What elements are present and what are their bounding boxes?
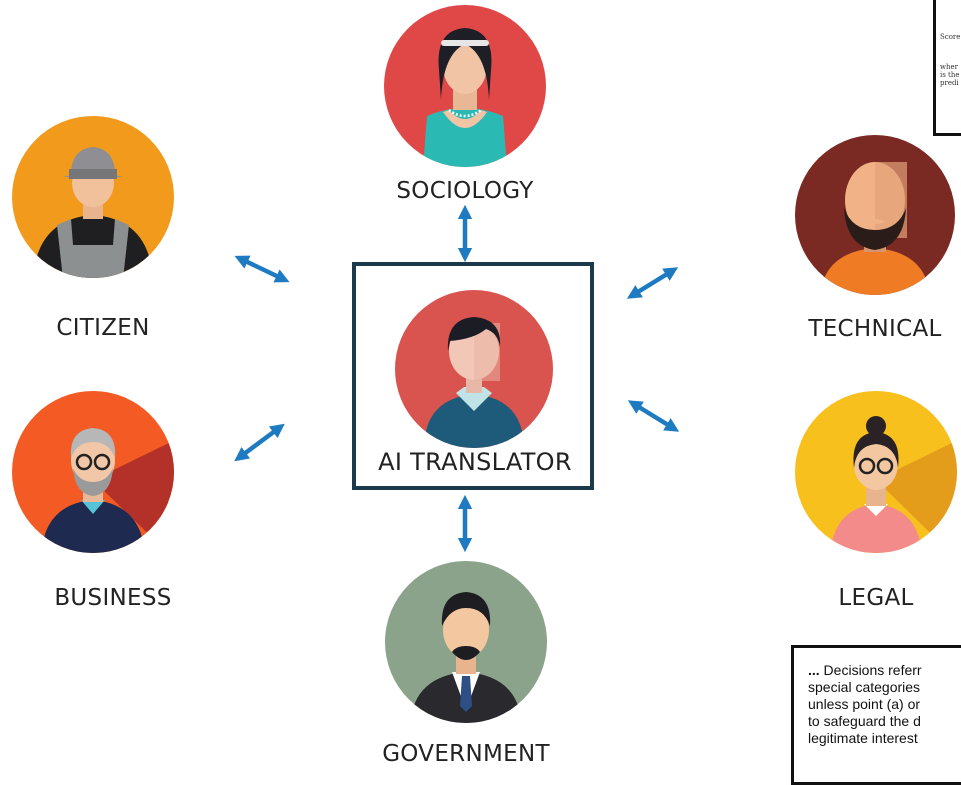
government-avatar-icon [384, 560, 548, 724]
ai-translator-box: AI TRANSLATOR [352, 262, 594, 490]
business-avatar-icon [11, 390, 175, 554]
citizen-avatar-icon [11, 115, 175, 279]
arrow-business [234, 423, 285, 462]
ai-translator-label: AI TRANSLATOR [378, 448, 572, 476]
formula-line: wher [940, 63, 958, 71]
legal-text-line: ... Decisions referr [808, 662, 961, 679]
formula-excerpt: Score wher is the predi [933, 0, 961, 136]
technical-avatar-icon [794, 134, 956, 296]
legal-label: LEGAL [838, 585, 914, 611]
government-label: GOVERNMENT [382, 741, 550, 767]
legal-text-excerpt: ... Decisions referr special categories … [791, 645, 961, 785]
arrow-legal [627, 400, 680, 432]
ellipsis: ... [808, 662, 820, 678]
arrow-citizen [234, 255, 290, 283]
citizen-label: CITIZEN [56, 315, 150, 341]
translator-avatar-icon [394, 289, 554, 449]
technical-label: TECHNICAL [808, 316, 942, 342]
formula-line: is the [940, 71, 960, 79]
legal-text-line-2: special categories [808, 679, 921, 695]
formula-line: Score [940, 33, 961, 41]
legal-avatar-icon [794, 390, 958, 554]
formula-line: predi [940, 79, 959, 87]
legal-text-line-5: legitimate interest [808, 730, 918, 746]
legal-text-line-3: unless point (a) or [808, 696, 921, 712]
legal-text-line-4: to safeguard the d [808, 713, 921, 729]
sociology-label: SOCIOLOGY [396, 178, 534, 204]
sociology-avatar-icon [383, 4, 547, 168]
business-label: BUSINESS [54, 585, 172, 611]
legal-text-line-1: Decisions referr [819, 662, 922, 678]
arrow-technical [626, 267, 679, 299]
